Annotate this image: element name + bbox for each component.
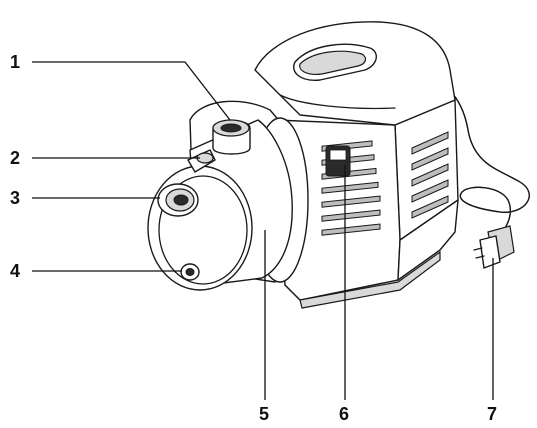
callout-number-1: 1 — [10, 52, 20, 72]
mains-plug — [473, 225, 515, 269]
drain-screw — [180, 263, 200, 281]
callout-number-7: 7 — [487, 404, 497, 424]
callout-number-2: 2 — [10, 148, 20, 168]
callout-number-6: 6 — [339, 404, 349, 424]
callout-number-4: 4 — [10, 261, 20, 281]
pressure-outlet — [212, 119, 251, 155]
callout-number-5: 5 — [259, 404, 269, 424]
callout-number-3: 3 — [10, 188, 20, 208]
carry-handle — [254, 21, 456, 126]
suction-inlet — [157, 183, 199, 217]
side-vents — [411, 131, 449, 219]
callout-leaders — [32, 61, 494, 400]
on-off-switch — [325, 145, 351, 177]
